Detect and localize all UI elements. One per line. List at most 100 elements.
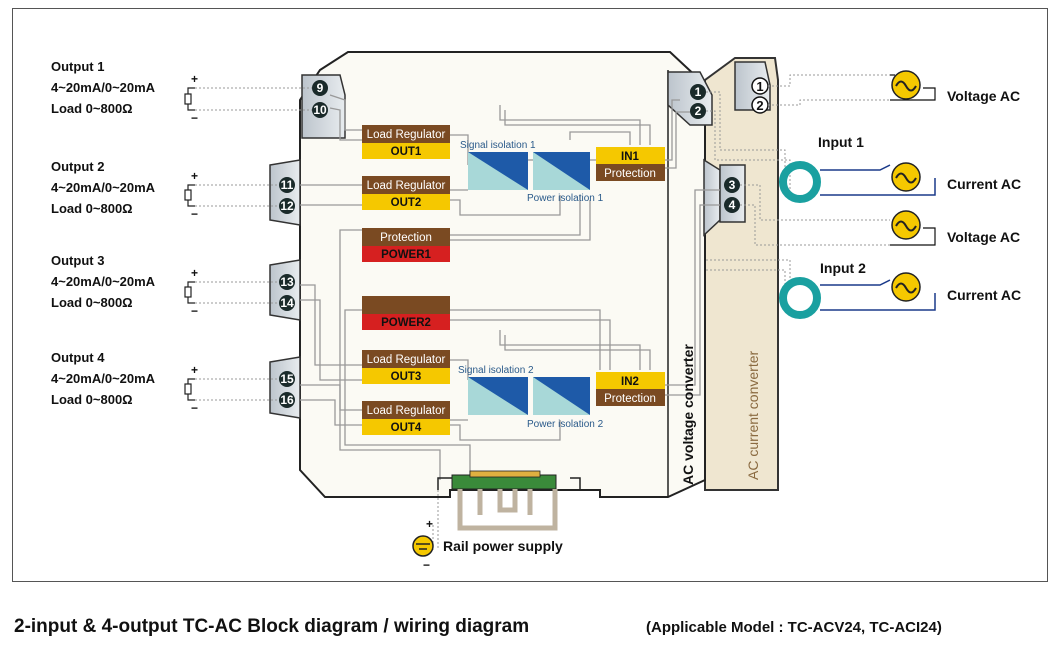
svg-text:−: − [423,558,430,572]
svg-text:15: 15 [280,372,294,386]
out1-label: OUT1 [391,146,422,158]
voltage-ac-label-1: Voltage AC [947,88,1020,104]
ac-source-icon [891,162,921,192]
input-terminals-outer: 1 2 [751,77,769,114]
current-ac-label-1: Current AC [947,176,1021,192]
terminal-10 [312,102,328,118]
block-wiring-diagram: Load Regulator OUT1 Load Regulator OUT2 … [51,51,1021,572]
load-regulator-label: Load Regulator [367,405,446,417]
svg-text:Signal isolation 1: Signal isolation 1 [460,140,536,151]
svg-text:9: 9 [317,81,324,95]
terminal-11 [279,177,295,193]
svg-text:Output 4: Output 4 [51,350,105,365]
terminal-16 [279,392,295,408]
load-regulator-out1: Load Regulator OUT1 [362,125,450,159]
rail-power-supply-label: Rail power supply [443,538,563,554]
rail-power-icon: + − [412,517,434,572]
load-regulator-label: Load Regulator [367,129,446,141]
output-wiring [184,87,312,401]
ac-source-icon [891,70,921,100]
svg-text:Power isolation 1: Power isolation 1 [527,193,604,204]
ac-voltage-converter-label: AC voltage converter [680,344,696,485]
load-regulator-out3: Load Regulator OUT3 [362,350,450,384]
terminal-13 [279,274,295,290]
out2-label: OUT2 [391,197,422,209]
output-4-labels: Output 4 4~20mA/0~20mA Load 0~800Ω + − [51,350,198,415]
svg-text:Load 0~800Ω: Load 0~800Ω [51,101,133,116]
svg-text:11: 11 [281,178,294,192]
power-isolation-2: Power isolation 2 [527,377,604,430]
in2-protection: IN2 Protection [596,372,665,406]
svg-text:Output 3: Output 3 [51,253,104,268]
svg-text:−: − [191,401,198,415]
current-transformer-2 [779,277,821,319]
protection-power1: Protection POWER1 [362,228,450,262]
internal-wiring [300,94,720,480]
signal-isolation-2: Signal isolation 2 [458,365,534,415]
svg-text:3: 3 [729,178,736,192]
voltage-ac-label-2: Voltage AC [947,229,1020,245]
svg-text:1: 1 [695,85,702,99]
svg-text:4~20mA/0~20mA: 4~20mA/0~20mA [51,80,156,95]
svg-text:4: 4 [729,198,736,212]
svg-text:4~20mA/0~20mA: 4~20mA/0~20mA [51,274,156,289]
svg-text:+: + [191,169,198,183]
svg-text:4~20mA/0~20mA: 4~20mA/0~20mA [51,371,156,386]
svg-text:4~20mA/0~20mA: 4~20mA/0~20mA [51,180,156,195]
terminal-12 [279,198,295,214]
output-3-labels: Output 3 4~20mA/0~20mA Load 0~800Ω + − [51,253,198,318]
svg-text:Load 0~800Ω: Load 0~800Ω [51,392,133,407]
ac-current-converter-label: AC current converter [745,351,761,480]
svg-text:+: + [191,266,198,280]
svg-text:+: + [426,517,433,531]
load-regulator-label: Load Regulator [367,354,446,366]
rail-connector [432,470,581,550]
svg-text:+: + [191,72,198,86]
svg-text:−: − [191,207,198,221]
output-1-labels: Output 1 4~20mA/0~20mA Load 0~800Ω + − [51,59,198,125]
ac-source-icon [891,210,921,240]
input-2-label: Input 2 [820,260,866,276]
input-1-label: Input 1 [818,134,864,150]
power-isolation-1: Power isolation 1 [527,152,604,204]
svg-text:14: 14 [280,296,294,310]
svg-text:−: − [191,111,198,125]
terminal-14 [279,295,295,311]
svg-text:Output 1: Output 1 [51,59,104,74]
protection-label: Protection [604,168,656,180]
svg-text:10: 10 [313,103,327,117]
power2-label: POWER2 [381,317,431,329]
caption-title: 2-input & 4-output TC-AC Block diagram /… [14,616,530,637]
current-ac-label-2: Current AC [947,287,1021,303]
power1-label: POWER1 [381,249,431,261]
diagram-frame [12,8,1048,582]
ac-current-converter-housing [704,57,779,491]
svg-text:12: 12 [280,199,294,213]
svg-text:16: 16 [280,393,294,407]
signal-isolation-1: Signal isolation 1 [460,140,536,190]
out3-label: OUT3 [391,371,422,383]
svg-text:2: 2 [695,104,702,118]
current-transformer-1 [779,161,821,203]
svg-text:+: + [191,363,198,377]
caption-model: (Applicable Model : TC-ACV24, TC-ACI24) [646,619,942,636]
output-terminals: 9 10 11 12 13 14 15 16 [279,80,328,408]
out4-label: OUT4 [391,422,422,434]
in2-label: IN2 [621,376,639,388]
svg-text:Output 2: Output 2 [51,159,104,174]
terminal-9 [312,80,328,96]
svg-text:1: 1 [756,79,763,94]
power2-block: POWER2 [362,296,450,330]
svg-text:Load 0~800Ω: Load 0~800Ω [51,295,133,310]
in1-label: IN1 [621,151,640,163]
svg-text:Signal isolation 2: Signal isolation 2 [458,365,534,376]
svg-text:13: 13 [280,275,294,289]
caption: 2-input & 4-output TC-AC Block diagram /… [14,616,1054,646]
svg-text:Power isolation 2: Power isolation 2 [527,419,604,430]
ac-source-icon [891,272,921,302]
input-terminals-inner: 1 2 3 4 [690,84,740,213]
protection-label: Protection [604,393,656,405]
load-regulator-out2: Load Regulator OUT2 [362,176,450,210]
output-2-labels: Output 2 4~20mA/0~20mA Load 0~800Ω + − [51,159,198,221]
svg-text:2: 2 [756,98,763,113]
